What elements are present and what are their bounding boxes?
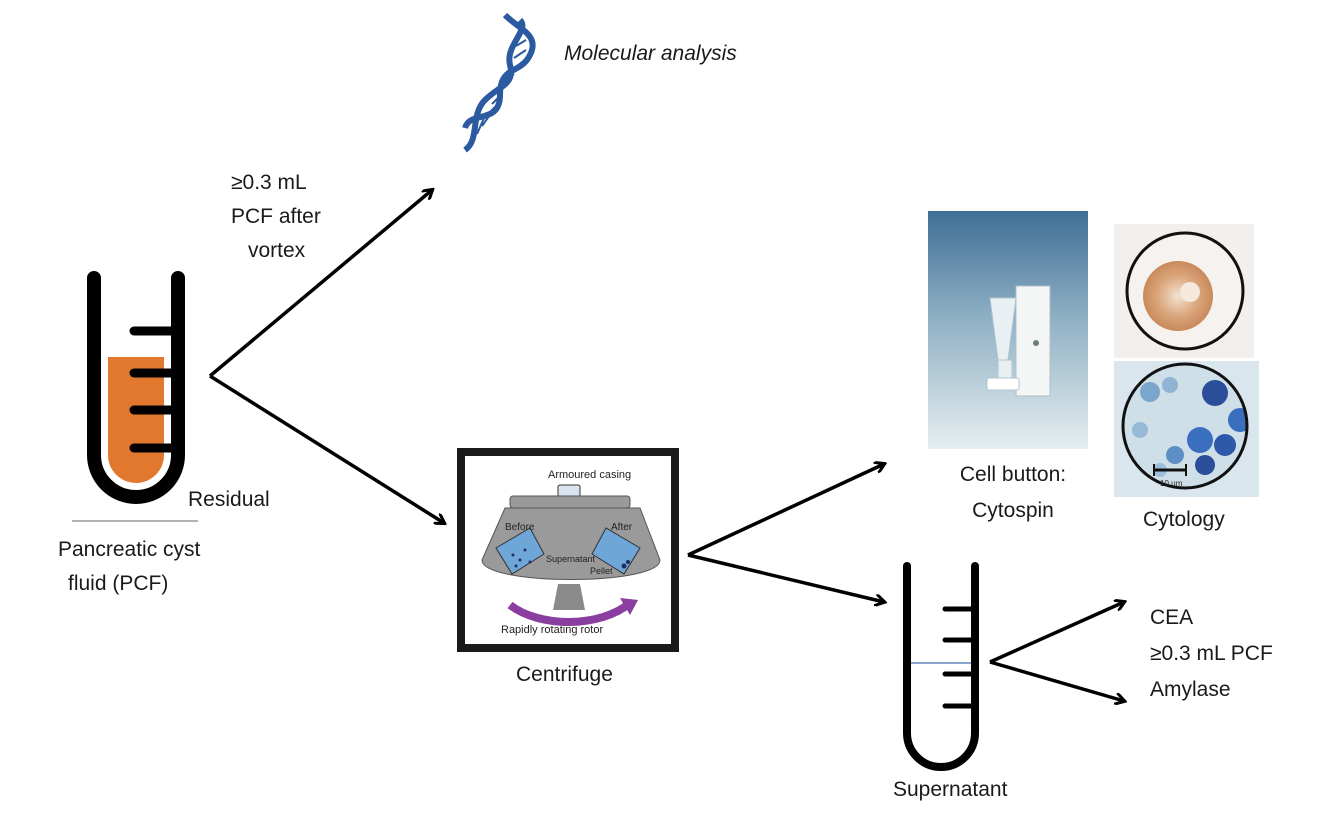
pcf-amount-label: ≥0.3 mL PCF bbox=[1150, 642, 1273, 665]
vortex-line3-label: vortex bbox=[248, 239, 306, 262]
cytospin-photo bbox=[928, 211, 1088, 449]
after-label: After bbox=[611, 522, 633, 533]
pellet-inset-label: Pellet bbox=[590, 566, 613, 576]
pcf-line2-label: fluid (PCF) bbox=[68, 572, 169, 595]
residual-label: Residual bbox=[188, 488, 270, 511]
arrow-to-supernatant bbox=[687, 553, 884, 602]
armoured-casing-label: Armoured casing bbox=[548, 469, 631, 481]
pcf-line1-label: Pancreatic cyst bbox=[58, 538, 201, 561]
dna-icon bbox=[462, 12, 536, 153]
vortex-line2-label: PCF after bbox=[231, 205, 321, 228]
cea-label: CEA bbox=[1150, 606, 1194, 629]
supernatant-tube-icon bbox=[903, 562, 979, 771]
arrow-to-amylase bbox=[989, 660, 1124, 701]
arrow-to-centrifuge bbox=[209, 374, 444, 523]
rotor-label: Rapidly rotating rotor bbox=[501, 624, 603, 636]
cytology-images: 10 μm bbox=[1114, 224, 1259, 497]
vortex-line1-label: ≥0.3 mL bbox=[231, 171, 307, 194]
centrifuge-label: Centrifuge bbox=[516, 663, 613, 686]
arrow-to-cytospin bbox=[687, 464, 884, 557]
pcf-test-tube-icon bbox=[72, 271, 198, 522]
supernatant-label: Supernatant bbox=[893, 778, 1008, 801]
centrifuge-illustration: Armoured casing Before After Supernatant… bbox=[457, 448, 679, 652]
supernatant-inset-label: Supernatant bbox=[546, 554, 596, 564]
scale-bar-label: 10 μm bbox=[1160, 479, 1183, 488]
arrow-to-molecular bbox=[208, 190, 432, 378]
before-label: Before bbox=[505, 522, 535, 533]
cell-button-line1-label: Cell button: bbox=[959, 463, 1067, 486]
amylase-label: Amylase bbox=[1150, 678, 1231, 701]
cytology-label: Cytology bbox=[1143, 508, 1225, 531]
molecular-analysis-label: Molecular analysis bbox=[564, 42, 737, 65]
cell-button-line2-label: Cytospin bbox=[972, 499, 1054, 522]
arrow-to-cea bbox=[989, 602, 1124, 664]
